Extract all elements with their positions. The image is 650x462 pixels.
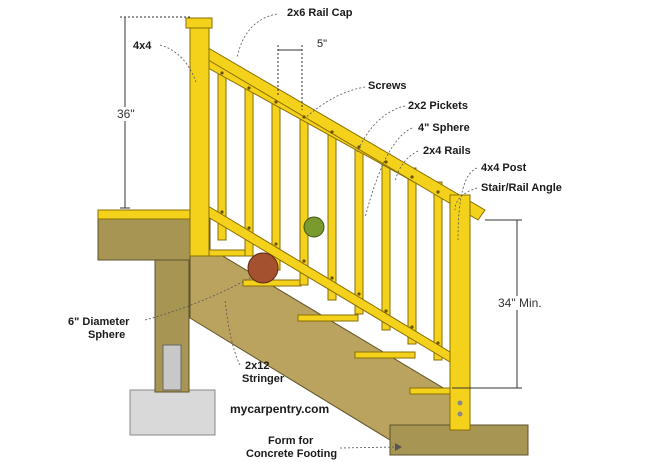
screw [330,130,334,134]
leader-screws [304,86,366,119]
picket [381,153,391,331]
label-rails: 2x4 Rails [423,145,471,157]
leader-lines [144,13,478,449]
leader-pickets [356,105,406,153]
site-credit: mycarpentry.com [230,402,330,416]
leader-post [457,167,478,241]
leader-stringer [224,299,241,366]
concrete-pier [129,389,216,436]
dimension-36-label: 36" [117,107,135,121]
screw [220,210,224,214]
dimension-34-label: 34" Min. [498,296,542,310]
label-pickets: 2x2 Pickets [408,100,468,112]
bottom-post [449,194,471,431]
stair-tread [297,314,359,322]
screw [357,145,361,149]
leader-rail-cap [236,13,278,59]
deck-board [97,209,199,220]
picket [299,111,309,286]
stair-tread [242,279,302,287]
label-sphere-6in-line2: Sphere [88,329,126,341]
screw [247,86,251,90]
test-sphere-4in [303,216,325,238]
screw [357,292,361,296]
picket [407,167,417,345]
screw [274,100,278,104]
picket [354,139,364,315]
leader-rails [394,150,419,183]
screw [410,175,414,179]
picket [433,181,443,361]
screw [302,259,306,263]
screw [384,160,388,164]
bolt [457,411,463,417]
screw [274,242,278,246]
screw [384,309,388,313]
label-footing-line1: Form for [268,435,314,447]
label-screws: Screws [368,80,407,92]
label-sphere-6in-line1: 6" Diameter [68,316,130,328]
leader-sphere6 [144,277,251,321]
leader-post-top [159,44,197,83]
label-stringer-line2: Stringer [242,373,285,385]
screw [330,276,334,280]
bolt [457,400,463,406]
screw [436,341,440,345]
stair-tread [409,387,453,395]
label-stair-rail-angle: Stair/Rail Angle [481,182,562,194]
leader-arrow [395,443,402,451]
leader-footing [339,446,396,449]
test-sphere-6in [247,252,279,284]
label-footing-line2: Concrete Footing [246,448,338,460]
picket [327,125,337,301]
screw [247,226,251,230]
label-post: 4x4 Post [481,162,527,174]
screw [436,190,440,194]
label-picket-spacing: 5" [317,38,328,50]
top-post-cap [185,17,213,29]
label-stringer-line1: 2x12 [245,360,270,372]
label-rail-cap: 2x6 Rail Cap [287,7,353,19]
screw [220,71,224,75]
screw-group [220,71,463,417]
top-post [189,25,210,257]
post-base-bracket [162,344,182,391]
screw [410,325,414,329]
stair-tread [354,351,416,359]
label-sphere-4in: 4" Sphere [418,122,470,134]
label-post-top: 4x4 [133,40,152,52]
screw [302,115,306,119]
